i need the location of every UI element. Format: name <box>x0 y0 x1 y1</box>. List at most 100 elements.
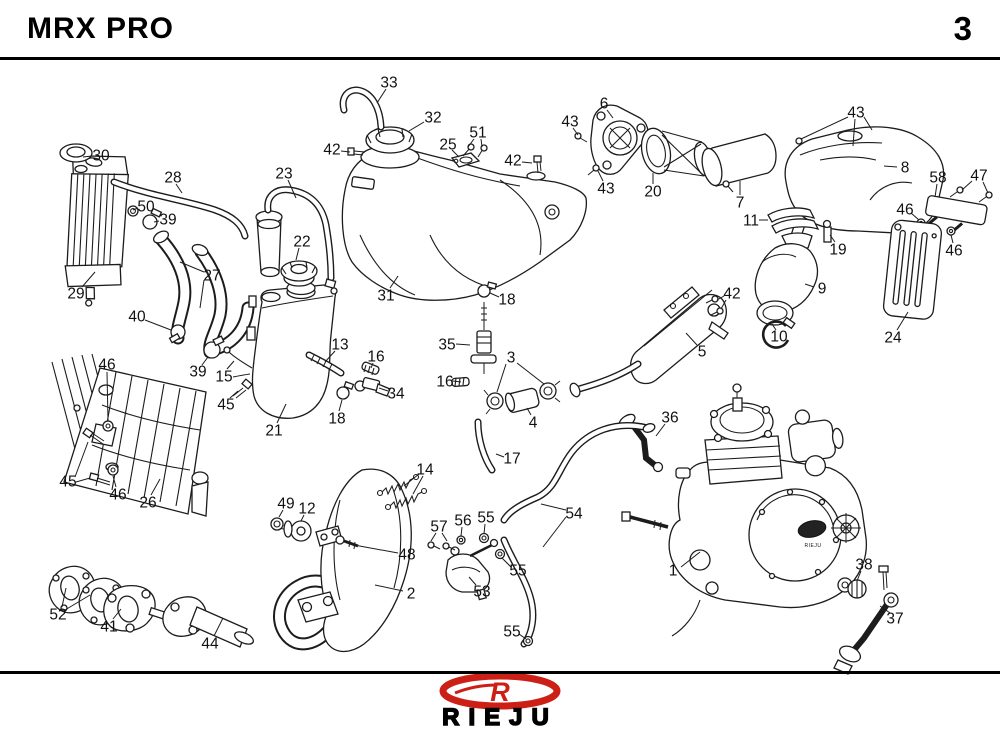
callout-55: 55 <box>509 563 526 580</box>
leader-line <box>455 343 471 346</box>
leader-line <box>300 514 305 522</box>
part-exhaust-chamber <box>273 468 412 653</box>
leader-line <box>879 605 891 614</box>
leader-line <box>338 399 343 412</box>
part-oil-tank <box>246 280 337 419</box>
callout-5: 5 <box>698 344 707 361</box>
leader-line <box>61 587 67 608</box>
leader-line <box>132 207 139 211</box>
leader-line <box>496 363 507 393</box>
leader-line <box>540 503 567 511</box>
callout-48: 48 <box>398 547 415 564</box>
leader-line <box>856 570 862 582</box>
leader-line <box>518 633 527 640</box>
callout-46: 46 <box>945 243 962 260</box>
callout-49: 49 <box>277 496 294 513</box>
part-radiator-hoses <box>152 230 255 359</box>
callout-32: 32 <box>424 110 441 127</box>
leader-line <box>489 292 500 298</box>
callout-45: 45 <box>59 474 76 491</box>
leader-line <box>82 155 93 158</box>
callout-43: 43 <box>561 114 578 131</box>
part-cable-15 <box>223 346 253 378</box>
part-clips-55 <box>478 532 534 647</box>
part-hose-23 <box>264 186 338 295</box>
part-shift-lever-37 <box>833 565 899 675</box>
part-silencer <box>569 286 729 398</box>
part-screws-42c <box>705 295 724 316</box>
leader-line <box>451 149 460 158</box>
leader-line <box>376 88 387 104</box>
rieju-logo-icon: R <box>439 672 561 710</box>
leader-line <box>800 116 849 140</box>
leader-line <box>112 608 122 620</box>
part-fuel-tank <box>341 149 588 301</box>
callout-13: 13 <box>331 337 348 354</box>
part-washer-46d <box>946 226 956 236</box>
leader-line <box>460 526 463 537</box>
part-clamp-18b <box>336 380 355 400</box>
callout-51: 51 <box>469 125 486 142</box>
leader-line <box>483 523 486 535</box>
leader-line <box>378 387 389 392</box>
part-screws-57 <box>427 541 456 551</box>
callout-29: 29 <box>67 286 84 303</box>
leader-line <box>829 234 836 243</box>
callout-55: 55 <box>477 510 494 527</box>
callout-57: 57 <box>430 519 447 536</box>
leader-line <box>370 362 374 369</box>
callout-55: 55 <box>503 624 520 641</box>
leader-line <box>226 360 235 370</box>
leader-line <box>144 319 172 331</box>
callout-8: 8 <box>901 160 910 177</box>
part-filter-4 <box>504 387 540 413</box>
page-number: 3 <box>953 10 972 47</box>
leader-line <box>229 390 239 399</box>
part-intake-flange-6 <box>590 104 649 175</box>
part-radiator <box>64 154 129 307</box>
part-cap-22 <box>280 260 318 287</box>
part-knob-38 <box>847 579 867 599</box>
part-bolt-45c <box>232 378 253 399</box>
leader-line <box>64 594 91 611</box>
part-washer-46a <box>102 420 114 432</box>
leader-line <box>175 183 183 194</box>
part-bolt-42b <box>533 155 542 174</box>
part-hose-clamp-39b <box>203 335 225 359</box>
part-washer-56 <box>456 535 466 545</box>
callout-40: 40 <box>128 309 146 326</box>
leader-line <box>81 271 96 288</box>
part-clamp-10 <box>761 316 796 349</box>
callout-31: 31 <box>377 288 394 305</box>
leader-line <box>468 576 477 586</box>
part-breather-tube <box>255 210 283 278</box>
footer-rule <box>0 671 1000 674</box>
part-kick-lever-36 <box>618 413 664 473</box>
leader-line <box>179 261 205 273</box>
callout-41: 41 <box>100 619 117 636</box>
part-hose-17 <box>474 418 496 474</box>
leader-line <box>501 557 512 568</box>
part-hose-clamp-40 <box>168 324 186 344</box>
part-washer-46b <box>107 464 119 476</box>
leader-line <box>467 138 475 148</box>
leader-line <box>287 179 297 199</box>
part-screws-47 <box>949 186 993 203</box>
part-airbox-8 <box>784 126 945 240</box>
callout-39: 39 <box>189 364 206 381</box>
part-breather-hose-33 <box>339 86 385 131</box>
leader-line <box>934 183 938 198</box>
engine-sprocket <box>831 513 861 543</box>
part-filter-7 <box>701 133 777 187</box>
callout-17: 17 <box>503 451 520 468</box>
leader-line <box>213 617 224 637</box>
leader-line <box>430 532 437 542</box>
callout-58: 58 <box>929 170 946 187</box>
leader-line <box>655 423 666 437</box>
part-screw-43b <box>587 164 600 176</box>
leader-line <box>720 299 727 310</box>
callout-11: 11 <box>743 213 759 230</box>
callout-15: 15 <box>215 369 232 386</box>
leader-line <box>950 234 954 244</box>
